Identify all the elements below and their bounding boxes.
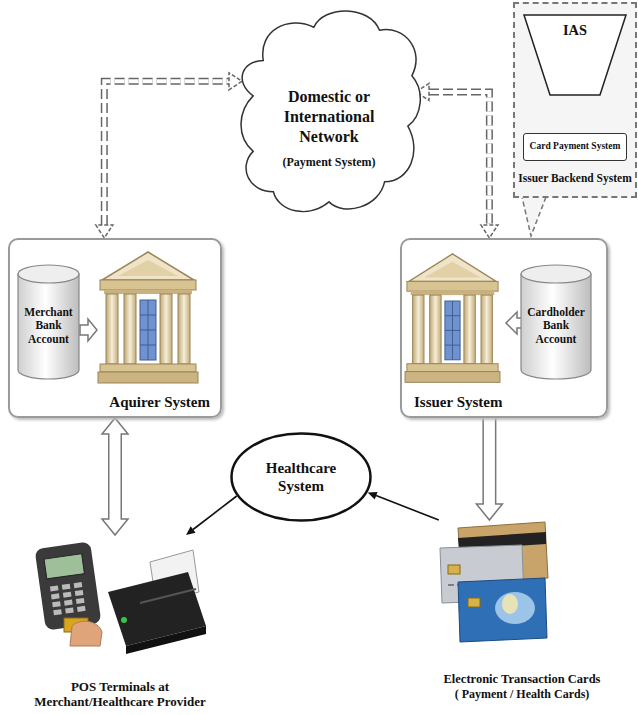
process-label: Card Payment System — [530, 141, 621, 152]
bank-building — [98, 252, 198, 383]
trapezoid-label: IAS — [523, 22, 627, 39]
pos-terminal — [35, 542, 102, 646]
ellipse-label: Healthcare System — [251, 459, 351, 495]
database-cylinder: Cardholder Bank Account — [520, 264, 592, 380]
arrow-head — [186, 526, 196, 535]
pos-terminals: POS Terminals at Merchant/Healthcare Pro… — [10, 535, 230, 712]
network-subtitle: (Payment System) — [283, 155, 376, 169]
system-title: Issuer System — [414, 393, 502, 411]
connector-line — [193, 496, 237, 530]
database-cylinder: Merchant Bank Account — [17, 264, 80, 380]
process-box: Card Payment System — [523, 133, 627, 161]
picture-subcaption: ( Payment / Health Cards) — [455, 687, 590, 701]
transaction-cards: Electronic Transaction Cards( Payment / … — [418, 520, 626, 705]
connector-outline — [104, 81, 229, 225]
panel-title: Issuer Backend System — [515, 172, 635, 186]
connector — [102, 418, 128, 535]
network-cloud: Domestic or International Network (Paymen… — [238, 5, 420, 217]
picture-caption: POS Terminals at Merchant/Healthcare Pro… — [22, 679, 218, 710]
network-title: Domestic or International Network — [269, 87, 389, 147]
card-stack — [440, 522, 548, 642]
arrow-head — [96, 225, 113, 238]
database-label: Merchant Bank Account — [20, 306, 77, 346]
system-title: Aquirer System — [109, 393, 210, 411]
arrow-head — [481, 225, 498, 238]
picture-caption: Electronic Transaction Cards — [444, 672, 601, 687]
connector-fill — [429, 92, 489, 225]
callout-tail — [522, 197, 546, 236]
hollow-arrow — [80, 319, 97, 341]
arrow-head — [229, 73, 242, 90]
connector — [476, 418, 502, 520]
connector — [368, 492, 439, 520]
connector-fill — [484, 418, 495, 507]
ellipse-outline — [230, 432, 372, 522]
acquirer-box: Aquirer System Merchant Bank Account — [8, 238, 222, 418]
issuer-box: Issuer System Cardholder Bank Account — [400, 238, 608, 418]
bank-building — [405, 254, 500, 382]
connector-line — [376, 496, 439, 520]
connector — [96, 73, 242, 238]
database-label: Cardholder Bank Account — [523, 306, 589, 346]
connector-outline — [429, 92, 489, 225]
connector-fill — [104, 81, 229, 225]
connector — [416, 83, 498, 238]
connector-fill — [110, 432, 121, 522]
card-reader — [108, 550, 206, 654]
ias-trapezoid: IAS — [523, 14, 627, 96]
connector — [186, 496, 237, 535]
arrow-head — [368, 492, 378, 500]
healthcare-ellipse: Healthcare System — [230, 432, 372, 522]
backend-panel: Issuer Backend System IAS Card Payment Sys… — [513, 2, 637, 198]
